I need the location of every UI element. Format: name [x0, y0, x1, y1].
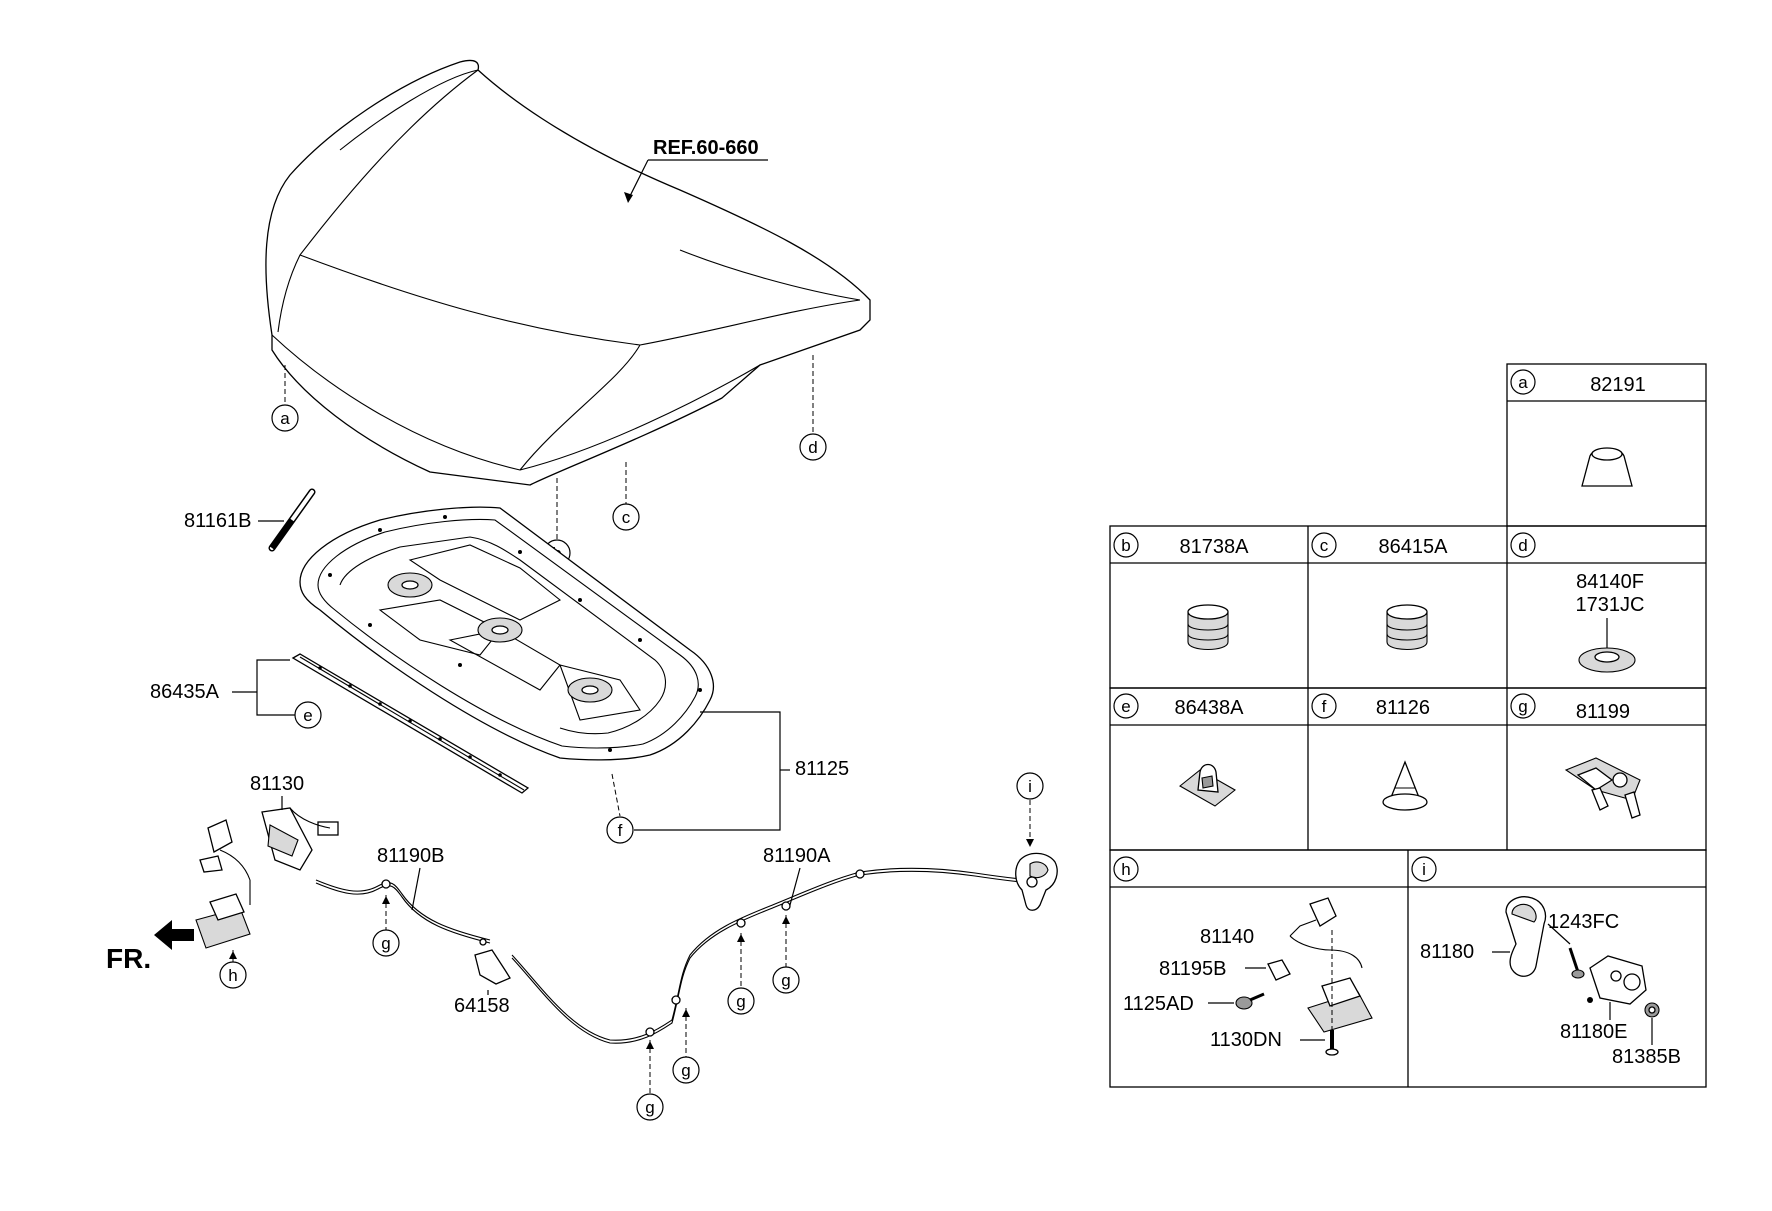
label-81190B: 81190B [377, 845, 444, 867]
svg-text:h: h [1121, 860, 1130, 879]
legend-cell-a: a 82191 [1506, 363, 1707, 527]
legend-part-81385B: 81385B [1612, 1046, 1681, 1068]
legend-image-81180 [1492, 896, 1547, 977]
svg-text:g: g [1518, 697, 1527, 716]
legend-part-86438A: 86438A [1175, 697, 1245, 719]
label-81190A: 81190A [763, 845, 831, 867]
legend-part-1130DN: 1130DN [1210, 1029, 1282, 1051]
legend-part-1125AD: 1125AD [1123, 993, 1194, 1015]
callout-g-cable-a1: g [636, 1040, 664, 1121]
legend-cell-d: d 84140F 1731JC [1510, 532, 1645, 673]
svg-text:g: g [736, 992, 745, 1011]
legend-cell-e: e 86438A [1113, 693, 1245, 807]
legend-image-1125AD [1208, 992, 1265, 1010]
hood-latch-assembly: 81130 [250, 773, 339, 871]
legend-part-81195B: 81195B [1159, 958, 1226, 980]
callout-c-hood: c [612, 462, 640, 531]
legend-cell-f: f 81126 [1311, 693, 1430, 811]
legend-part-82191: 82191 [1590, 374, 1646, 396]
legend-part-81180: 81180 [1420, 941, 1474, 963]
callout-g-cable-b: g [372, 895, 400, 957]
legend-cell-i: i 1243FC 81180 81180E 81385B [1411, 856, 1681, 1068]
hood-panel [265, 59, 871, 486]
callout-g-cable-a3: g [727, 933, 755, 1015]
hood-weatherstrip: 86435A [150, 653, 530, 794]
cable-bracket: 64158 [454, 938, 511, 1017]
legend-cell-c: c 86415A [1311, 532, 1449, 651]
legend-part-81140: 81140 [1200, 926, 1254, 948]
svg-text:e: e [1121, 697, 1130, 716]
svg-text:g: g [381, 934, 390, 953]
callout-i-handle: i [1016, 772, 1044, 847]
callout-e-strip: e [294, 701, 322, 729]
legend-image-86415A [1386, 604, 1428, 651]
label-64158: 64158 [454, 995, 510, 1017]
svg-text:c: c [1320, 536, 1329, 555]
svg-text:f: f [618, 821, 623, 840]
hood-stay: 81161B [184, 488, 316, 552]
label-81130: 81130 [250, 773, 304, 795]
legend-part-81126: 81126 [1376, 697, 1430, 719]
svg-text:g: g [681, 1061, 690, 1080]
legend-image-81180E [1587, 955, 1647, 1020]
legend-image-81195B [1245, 959, 1291, 981]
svg-text:g: g [781, 971, 790, 990]
legend-part-84140F: 84140F [1576, 571, 1644, 593]
legend-image-81126 [1382, 760, 1428, 811]
callout-f-pad: f [606, 773, 634, 844]
front-label: FR. [106, 943, 151, 974]
legend-part-81738A: 81738A [1180, 536, 1250, 558]
callout-g-cable-a2: g [672, 1008, 700, 1084]
reference-label: REF.60-660 [653, 137, 759, 159]
legend-image-81738A [1187, 604, 1229, 651]
svg-text:g: g [645, 1098, 654, 1117]
legend-image-82191 [1581, 447, 1633, 487]
legend-part-81180E: 81180E [1560, 1021, 1627, 1043]
hood-insulator-pad: 81125 [299, 506, 849, 831]
legend-image-81199 [1564, 757, 1641, 819]
hood-lock-striker [195, 819, 251, 949]
legend-cell-b: b 81738A [1113, 532, 1250, 651]
front-direction-arrow: FR. [106, 920, 194, 974]
legend-table: a 82191 b 81738A c [1109, 363, 1707, 1088]
legend-cell-h: h 81140 81195B 1125AD 1130DN [1113, 856, 1373, 1056]
svg-text:b: b [1121, 536, 1130, 555]
legend-image-1130DN [1300, 1030, 1339, 1056]
callout-a-hood: a [271, 365, 299, 432]
svg-text:a: a [1518, 373, 1528, 392]
svg-text:h: h [228, 966, 237, 985]
label-81161B: 81161B [184, 510, 251, 532]
svg-text:i: i [1028, 777, 1032, 796]
label-86435A: 86435A [150, 681, 220, 703]
legend-part-81199: 81199 [1576, 701, 1630, 723]
legend-part-1243FC: 1243FC [1548, 911, 1619, 933]
svg-text:c: c [622, 508, 631, 527]
callout-d-hood: d [799, 355, 827, 461]
legend-image-84140F [1578, 647, 1636, 673]
legend-part-86415A: 86415A [1379, 536, 1449, 558]
legend-part-1731JC: 1731JC [1576, 594, 1645, 616]
reference-pointer: REF.60-660 [624, 137, 768, 203]
callout-h-latch: h [219, 950, 247, 989]
callout-g-cable-a4: g [772, 915, 800, 994]
svg-text:d: d [1518, 536, 1527, 555]
svg-text:i: i [1422, 860, 1426, 879]
legend-cell-g: g 81199 [1510, 693, 1641, 819]
legend-image-81140 [1289, 897, 1373, 1036]
svg-text:f: f [1322, 697, 1327, 716]
svg-text:e: e [303, 706, 312, 725]
legend-image-86438A [1179, 763, 1236, 807]
release-handle-assembly [1015, 852, 1058, 911]
label-81125: 81125 [795, 758, 849, 780]
svg-text:a: a [280, 409, 290, 428]
release-cable-b: 81190B [315, 845, 491, 944]
svg-text:d: d [808, 438, 817, 457]
legend-image-81385B [1644, 1002, 1660, 1045]
release-cable-a: 81190A [511, 845, 1031, 1044]
legend-image-1243FC [1547, 923, 1585, 979]
